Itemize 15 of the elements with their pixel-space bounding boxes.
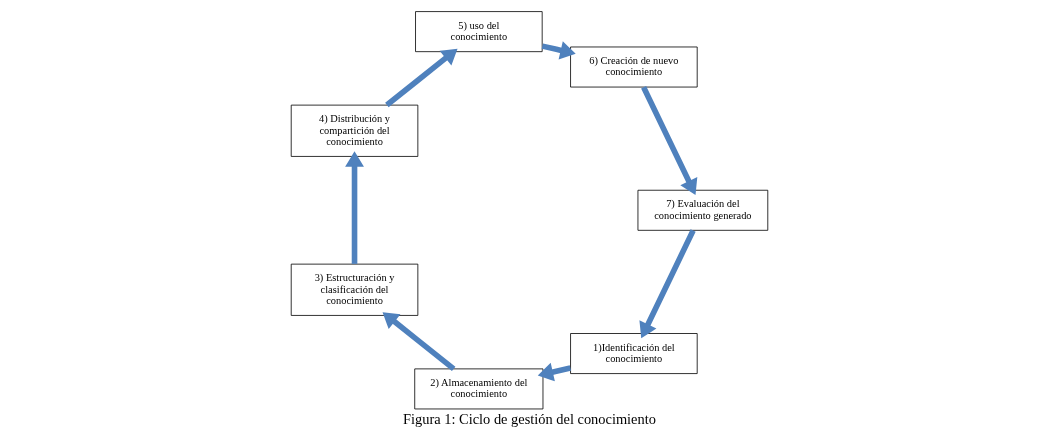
arrow: [344, 151, 364, 264]
arrow: [382, 312, 455, 372]
arrow: [537, 362, 571, 382]
node-box: 3) Estructuración y clasificación del conocimiento: [290, 263, 418, 316]
node-box: 7) Evaluación del conocimiento generado: [637, 189, 768, 231]
node-box: 2) Almacenamiento del conocimiento: [413, 368, 543, 410]
arrow: [640, 86, 697, 195]
arrow: [541, 41, 576, 60]
caption: Figura 1: Ciclo de gestión del conocimiento: [402, 410, 656, 427]
arrow: [384, 48, 458, 108]
arrow: [638, 229, 696, 339]
node-box: 5) uso del conocimiento: [414, 11, 543, 53]
node-box: 1)Identificación del conocimiento: [569, 333, 698, 374]
node-box: 6) Creación de nuevo conocimiento: [569, 46, 698, 88]
node-box: 4) Distribución y compartición del conocimiento: [290, 104, 418, 157]
